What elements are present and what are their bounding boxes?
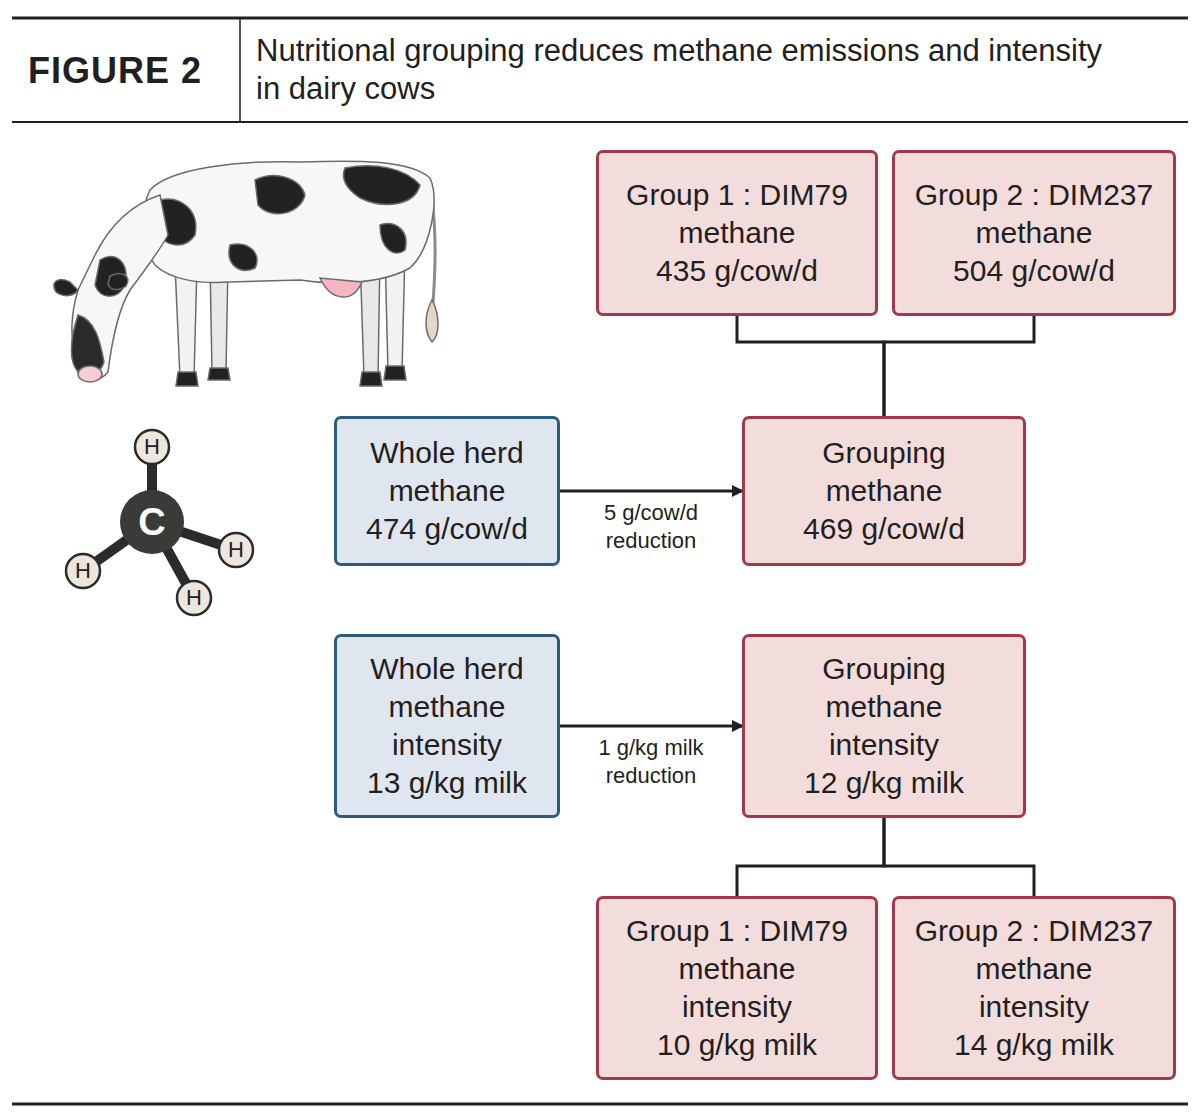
herd-intensity-box: Whole herd methane intensity 13 g/kg mil… — [334, 634, 560, 818]
arrow-connector — [560, 490, 742, 493]
figure-title: Nutritional grouping reduces methane emi… — [256, 32, 1102, 108]
figure-number: FIGURE 2 — [28, 50, 202, 92]
hydrogen-symbol: H — [186, 587, 202, 609]
bracket-connector — [737, 818, 884, 896]
group-intensity-box: Group 1 : DIM79 methane intensity 10 g/k… — [596, 896, 878, 1080]
carbon-symbol: C — [138, 503, 165, 541]
bottom-rule — [12, 1103, 1188, 1106]
bonds — [83, 448, 236, 598]
edge-label: 1 g/kg milk reduction — [598, 734, 703, 790]
box-text: Whole herd methane 474 g/cow/d — [366, 434, 528, 548]
box-text: Grouping methane 469 g/cow/d — [803, 434, 965, 548]
box-text: Group 2 : DIM237 methane 504 g/cow/d — [915, 176, 1153, 290]
bracket-connector — [884, 818, 1034, 896]
carbon-atom — [120, 490, 184, 554]
box-text: Group 1 : DIM79 methane 435 g/cow/d — [626, 176, 848, 290]
header-rule — [12, 121, 1188, 123]
hydrogen-symbol: H — [144, 436, 160, 458]
header-divider — [239, 18, 241, 122]
grouping-intensity-box: Grouping methane intensity 12 g/kg milk — [742, 634, 1026, 818]
box-text: Whole herd methane intensity 13 g/kg mil… — [367, 650, 527, 802]
arrow-connector — [560, 725, 742, 728]
herd-methane-box: Whole herd methane 474 g/cow/d — [334, 416, 560, 566]
bracket-connector — [884, 316, 1034, 416]
hydrogen-symbol: H — [228, 539, 244, 561]
cow — [54, 161, 438, 386]
bracket-connector — [737, 316, 884, 416]
top-rule — [12, 17, 1188, 20]
hydrogen-symbol: H — [75, 560, 91, 582]
group-methane-box: Group 2 : DIM237 methane 504 g/cow/d — [892, 150, 1176, 316]
hydrogen-atoms — [66, 430, 253, 615]
group-methane-box: Group 1 : DIM79 methane 435 g/cow/d — [596, 150, 878, 316]
edge-label: 5 g/cow/d reduction — [604, 499, 698, 555]
box-text: Grouping methane intensity 12 g/kg milk — [804, 650, 964, 802]
grouping-methane-box: Grouping methane 469 g/cow/d — [742, 416, 1026, 566]
box-text: Group 2 : DIM237 methane intensity 14 g/… — [915, 912, 1153, 1064]
box-text: Group 1 : DIM79 methane intensity 10 g/k… — [626, 912, 848, 1064]
group-intensity-box: Group 2 : DIM237 methane intensity 14 g/… — [892, 896, 1176, 1080]
